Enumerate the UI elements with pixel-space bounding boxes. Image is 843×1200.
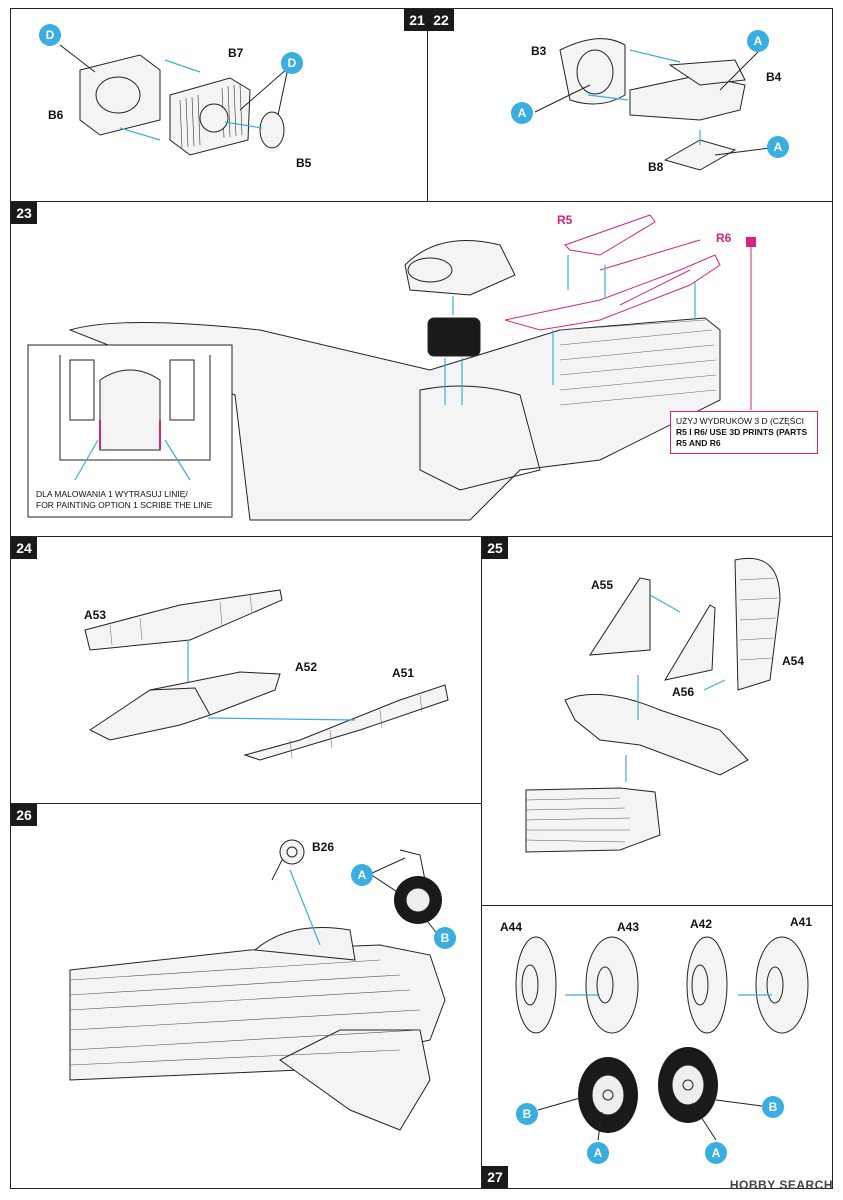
callout-a-wheel-right: A bbox=[705, 1142, 727, 1164]
part-a54-label: A54 bbox=[782, 654, 805, 668]
part-a56-label: A56 bbox=[672, 685, 695, 699]
step-26-panel bbox=[10, 803, 482, 1189]
callout-d-2: D bbox=[281, 52, 303, 74]
callout-b-tailwheel: B bbox=[434, 927, 456, 949]
part-r6-label: R6 bbox=[716, 231, 732, 245]
part-b5-label: B5 bbox=[296, 156, 312, 170]
part-b3-label: B3 bbox=[531, 44, 547, 58]
scribe-line-note: DLA MALOWANIA 1 WYTRASUJ LINIĘ/ FOR PAIN… bbox=[36, 489, 231, 511]
part-a44-label: A44 bbox=[500, 920, 523, 934]
step-22-number: 22 bbox=[428, 9, 454, 31]
scribe-line-note-pl: DLA MALOWANIA 1 WYTRASUJ LINIĘ/ bbox=[36, 489, 188, 499]
print-3d-note-line3: R5 AND R6 bbox=[676, 438, 721, 448]
step-25-panel bbox=[481, 536, 833, 906]
step-21-number: 21 bbox=[404, 9, 430, 31]
step-27-panel bbox=[481, 905, 833, 1189]
callout-a-b4: A bbox=[747, 30, 769, 52]
step-27-number: 27 bbox=[482, 1166, 508, 1188]
print-3d-note-line1: UŻYJ WYDRUKÓW 3 D (CZĘŚCI bbox=[676, 416, 804, 426]
part-a52-label: A52 bbox=[295, 660, 318, 674]
step-23-panel bbox=[10, 201, 833, 537]
part-a41-label: A41 bbox=[790, 915, 813, 929]
part-a51-label: A51 bbox=[392, 666, 415, 680]
step-23-number: 23 bbox=[11, 202, 37, 224]
part-a42-label: A42 bbox=[690, 917, 713, 931]
step-24-number: 24 bbox=[11, 537, 37, 559]
print-3d-note-line2: R5 I R6/ USE 3D PRINTS (PARTS bbox=[676, 427, 808, 437]
part-b4-label: B4 bbox=[766, 70, 782, 84]
part-b26-label: B26 bbox=[312, 840, 335, 854]
step-25-number: 25 bbox=[482, 537, 508, 559]
part-a53-label: A53 bbox=[84, 608, 107, 622]
part-b6-label: B6 bbox=[48, 108, 64, 122]
scribe-line-note-en: FOR PAINTING OPTION 1 SCRIBE THE LINE bbox=[36, 500, 213, 510]
step-22-panel bbox=[427, 8, 833, 202]
print-3d-note-box: UŻYJ WYDRUKÓW 3 D (CZĘŚCI R5 I R6/ USE 3… bbox=[670, 411, 818, 454]
part-b8-label: B8 bbox=[648, 160, 664, 174]
part-r5-label: R5 bbox=[557, 213, 573, 227]
callout-b-wheel-left: B bbox=[516, 1103, 538, 1125]
callout-a-wheel-left: A bbox=[587, 1142, 609, 1164]
callout-d-1: D bbox=[39, 24, 61, 46]
callout-a-b8: A bbox=[767, 136, 789, 158]
watermark-text: HOBBY SEARCH bbox=[729, 1178, 833, 1192]
step-26-number: 26 bbox=[11, 804, 37, 826]
part-a43-label: A43 bbox=[617, 920, 640, 934]
step-21-panel bbox=[10, 8, 428, 202]
part-a55-label: A55 bbox=[591, 578, 614, 592]
callout-a-tailwheel: A bbox=[351, 864, 373, 886]
part-b7-label: B7 bbox=[228, 46, 244, 60]
callout-a-b3: A bbox=[511, 102, 533, 124]
callout-b-wheel-right: B bbox=[762, 1096, 784, 1118]
